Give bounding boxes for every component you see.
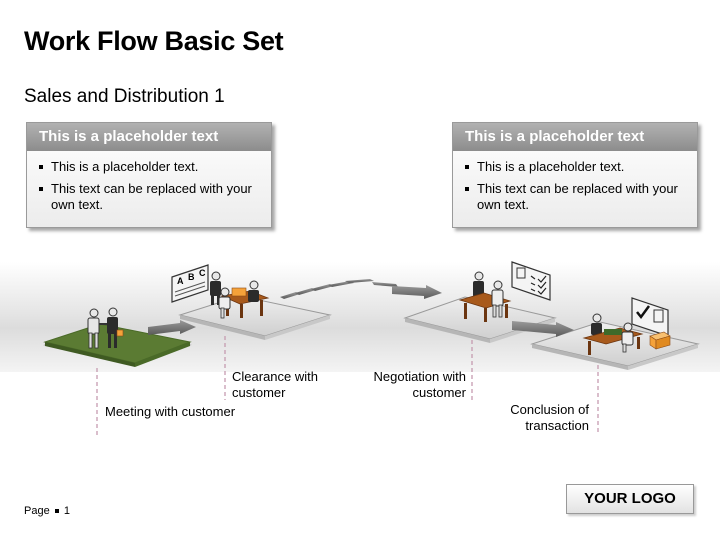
board-letter-c: C <box>199 268 206 278</box>
platform-meeting <box>43 323 192 367</box>
connector-lines <box>96 336 599 436</box>
step-label-conclusion: Conclusion of transaction <box>510 402 589 433</box>
arrow-segment <box>311 284 334 291</box>
step-label-meeting: Meeting with customer <box>105 404 236 419</box>
board-letter-a: A <box>177 276 184 286</box>
box-heading: This is a placeholder text <box>453 123 697 151</box>
step-label-negotiation: Negotiation with customer <box>373 369 467 400</box>
box-heading: This is a placeholder text <box>27 123 271 151</box>
check-icon <box>636 305 651 320</box>
box-bullets: This is a placeholder text. This text ca… <box>27 159 271 213</box>
arrow-segment <box>372 282 398 287</box>
arrow-segment <box>345 279 374 283</box>
people-handshake-icon <box>87 307 124 349</box>
arrow-negotiation-to-conclusion <box>512 321 574 337</box>
bullet-item: This is a placeholder text. <box>465 159 687 175</box>
arrow-meeting-to-clearance <box>148 320 196 335</box>
abc-board: A B C <box>171 264 209 303</box>
page-number: Page 1 <box>24 505 70 517</box>
arrow-head <box>392 285 442 299</box>
page-subtitle: Sales and Distribution 1 <box>24 86 225 107</box>
page-prefix: Page <box>24 505 50 517</box>
board-letter-b: B <box>188 272 195 282</box>
conclusion-desk-scene <box>582 313 671 355</box>
arrow-clearance-to-negotiation <box>280 279 442 299</box>
arrow-segment <box>328 281 354 287</box>
clearance-desk-scene <box>210 271 270 319</box>
placeholder-box-right: This is a placeholder text This is a pla… <box>452 122 698 228</box>
page-title: Work Flow Basic Set <box>24 26 284 56</box>
checklist-board <box>511 261 551 301</box>
box-bullets: This is a placeholder text. This text ca… <box>453 159 697 213</box>
arrow-segment <box>295 288 316 295</box>
platform-clearance <box>178 295 332 340</box>
step-label-clearance: Clearance with customer <box>232 369 318 400</box>
page-bullet <box>54 509 59 514</box>
page-number-value: 1 <box>63 505 70 517</box>
placeholder-box-left: This is a placeholder text This is a pla… <box>26 122 272 228</box>
bullet-item: This text can be replaced with your own … <box>465 181 687 213</box>
arrow-segment <box>280 292 300 299</box>
bullet-item: This is a placeholder text. <box>39 159 261 175</box>
negotiation-desk-scene <box>458 271 512 322</box>
platform-conclusion <box>530 321 700 370</box>
logo-placeholder: YOUR LOGO <box>566 484 694 514</box>
bullet-item: This text can be replaced with your own … <box>39 181 261 213</box>
